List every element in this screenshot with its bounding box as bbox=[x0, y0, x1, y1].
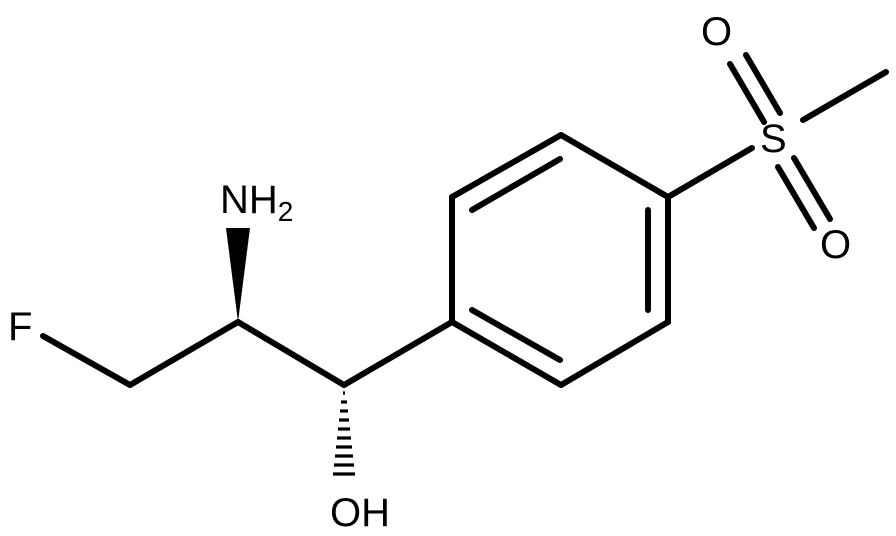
hash-bond-hydroxyl bbox=[333, 391, 355, 476]
oxygen-bottom-label: O bbox=[820, 223, 851, 267]
hydroxyl-label: OH bbox=[330, 491, 390, 535]
bond-ring-s bbox=[665, 145, 755, 200]
bond-c2-c1 bbox=[235, 319, 347, 388]
double-bond-s-o-top bbox=[727, 52, 783, 125]
benzene-ring bbox=[449, 132, 671, 388]
double-bond-s-o-bottom bbox=[775, 155, 833, 231]
bond-f-ch2 bbox=[40, 333, 133, 388]
oxygen-top-label: O bbox=[701, 10, 732, 54]
amine-subscript: 2 bbox=[278, 196, 294, 227]
bond-s-methyl bbox=[800, 69, 889, 123]
amine-label: NH2 bbox=[220, 178, 293, 227]
bond-c1-ring bbox=[341, 319, 455, 388]
bond-ch2-c2 bbox=[127, 319, 241, 388]
fluorine-label: F bbox=[8, 305, 32, 349]
wedge-bond-amine bbox=[226, 228, 250, 322]
amine-main-text: NH bbox=[220, 178, 278, 222]
sulfur-label: S bbox=[760, 117, 787, 161]
